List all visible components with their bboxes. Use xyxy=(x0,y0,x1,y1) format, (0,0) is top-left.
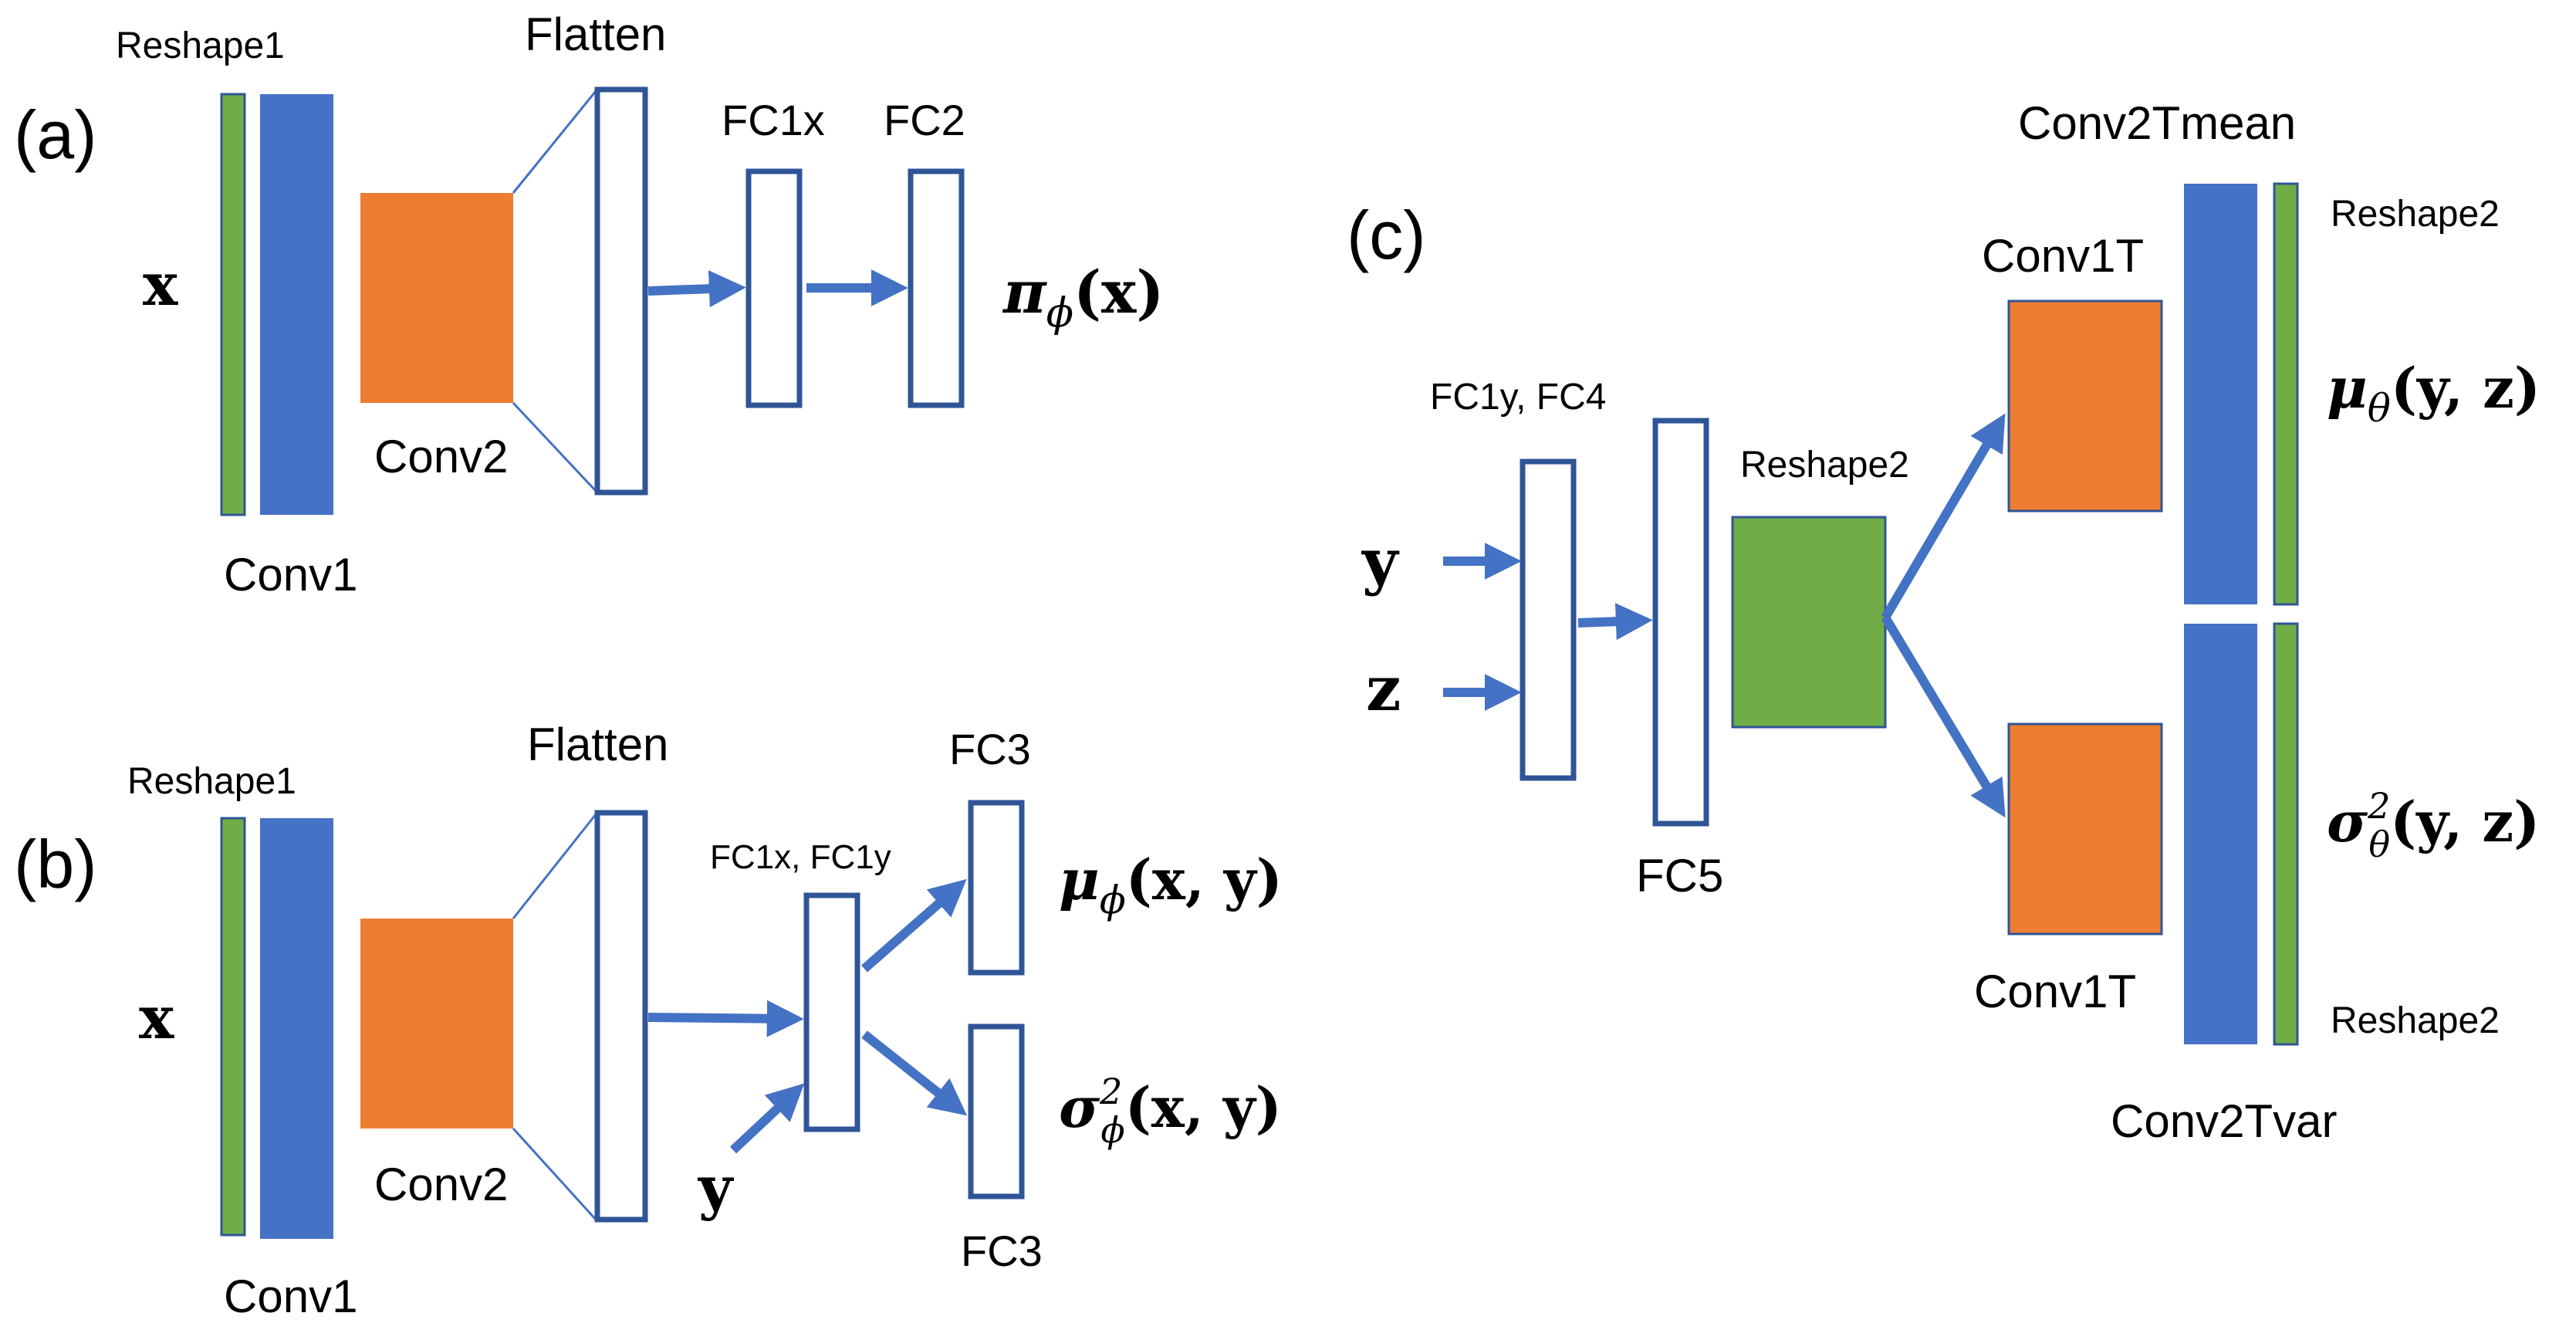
fc3-bottom-layer xyxy=(968,1024,1025,1199)
fc1y-fc4-layer xyxy=(1520,458,1577,781)
fc3-top-layer xyxy=(968,800,1025,976)
arrow-flatten-fc1x xyxy=(647,270,746,308)
flatten-connector-top-b xyxy=(512,814,597,919)
panel-c-tag: (c) xyxy=(1347,197,1426,273)
input-y-c: y xyxy=(1361,525,1400,597)
conv1t-top-label: Conv1T xyxy=(1982,230,2144,282)
flatten-layer-a xyxy=(594,86,648,496)
fc1y-fc4-label: FC1y, FC4 xyxy=(1430,377,1606,418)
output-pi-a: πϕ(x) xyxy=(1002,258,1164,337)
conv2-label-b: Conv2 xyxy=(374,1159,508,1210)
conv1-label-a: Conv1 xyxy=(224,549,357,601)
conv2tmean-block xyxy=(2184,184,2257,604)
conv2-label-a: Conv2 xyxy=(374,431,508,482)
arrow-fc4-fc5 xyxy=(1577,603,1653,641)
reshape2-top-block xyxy=(2273,182,2299,606)
flatten-connector-top-a xyxy=(512,90,597,194)
arrow-fc1-fc3-bottom xyxy=(861,1030,968,1116)
fc1x-layer xyxy=(745,168,803,408)
fc5-layer xyxy=(1652,418,1709,827)
conv1-block-b xyxy=(260,818,333,1239)
conv1t-bottom-label: Conv1T xyxy=(1974,966,2136,1017)
flatten-layer-b xyxy=(594,810,648,1223)
panel-b-tag: (b) xyxy=(14,826,97,902)
arrow-reshape2-to-conv1t-top xyxy=(1881,413,2006,621)
panel-c: (c) Conv2Tmean Conv1T Reshape2 FC1y, FC4… xyxy=(1347,97,2541,1147)
fc1x-label: FC1x xyxy=(722,96,825,144)
conv1t-top-block xyxy=(2007,299,2163,513)
flatten-connector-bottom-b xyxy=(512,1127,597,1221)
arrow-reshape2-to-conv1t-bottom xyxy=(1881,614,2006,818)
fc1x-fc1y-layer xyxy=(803,892,860,1132)
conv1-block-a xyxy=(260,94,333,515)
mean-output-b: μϕ(x, y) xyxy=(1059,847,1283,922)
reshape1-label-b: Reshape1 xyxy=(127,761,296,802)
flatten-label-b: Flatten xyxy=(527,719,668,770)
input-z-c: z xyxy=(1366,652,1401,725)
reshape1-label-a: Reshape1 xyxy=(116,25,285,66)
fc3-bottom-label: FC3 xyxy=(961,1227,1043,1275)
conv2tvar-block xyxy=(2184,624,2257,1044)
fc2-layer xyxy=(908,168,965,408)
conv1-label-b: Conv1 xyxy=(224,1271,357,1322)
flatten-connector-bottom-a xyxy=(512,401,597,492)
conv2-block-a xyxy=(360,193,513,403)
panel-a-tag: (a) xyxy=(14,96,97,173)
reshape1-block-a xyxy=(220,93,246,516)
fc1x-fc1y-label: FC1x, FC1y xyxy=(710,838,891,876)
reshape2-bottom-label: Reshape2 xyxy=(2331,1000,2500,1041)
conv2tvar-label: Conv2Tvar xyxy=(2111,1095,2337,1147)
arrow-fc1-fc3-top xyxy=(861,878,967,973)
input-x-a: x xyxy=(143,250,178,319)
conv1t-bottom-block xyxy=(2007,722,2163,936)
reshape2-top-label: Reshape2 xyxy=(2331,194,2500,235)
fc3-top-label: FC3 xyxy=(949,725,1031,773)
flatten-label-a: Flatten xyxy=(525,8,666,60)
reshape1-block-b xyxy=(220,817,246,1237)
reshape2-bottom-block xyxy=(2273,622,2299,1046)
arrow-y-to-fc1 xyxy=(729,1083,805,1154)
reshape2-mid-label: Reshape2 xyxy=(1740,445,1909,486)
conv2-block-b xyxy=(360,919,513,1128)
input-x-b: x xyxy=(139,983,174,1052)
arrow-flatten-fc1 xyxy=(647,1000,804,1037)
input-y-b: y xyxy=(698,1153,734,1222)
panel-b: (b) Reshape1 Flatten FC3 FC1x, FC1y x y … xyxy=(14,719,1283,1322)
mean-output-c: μθ(y, z) xyxy=(2327,355,2541,431)
panel-a: (a) Reshape1 Flatten FC1x FC2 x πϕ(x) Co… xyxy=(14,8,1164,601)
conv2tmean-label: Conv2Tmean xyxy=(2018,97,2296,149)
fc5-label: FC5 xyxy=(1636,850,1723,902)
reshape2-mid-block xyxy=(1731,516,1887,729)
fc2-label: FC2 xyxy=(884,96,965,144)
